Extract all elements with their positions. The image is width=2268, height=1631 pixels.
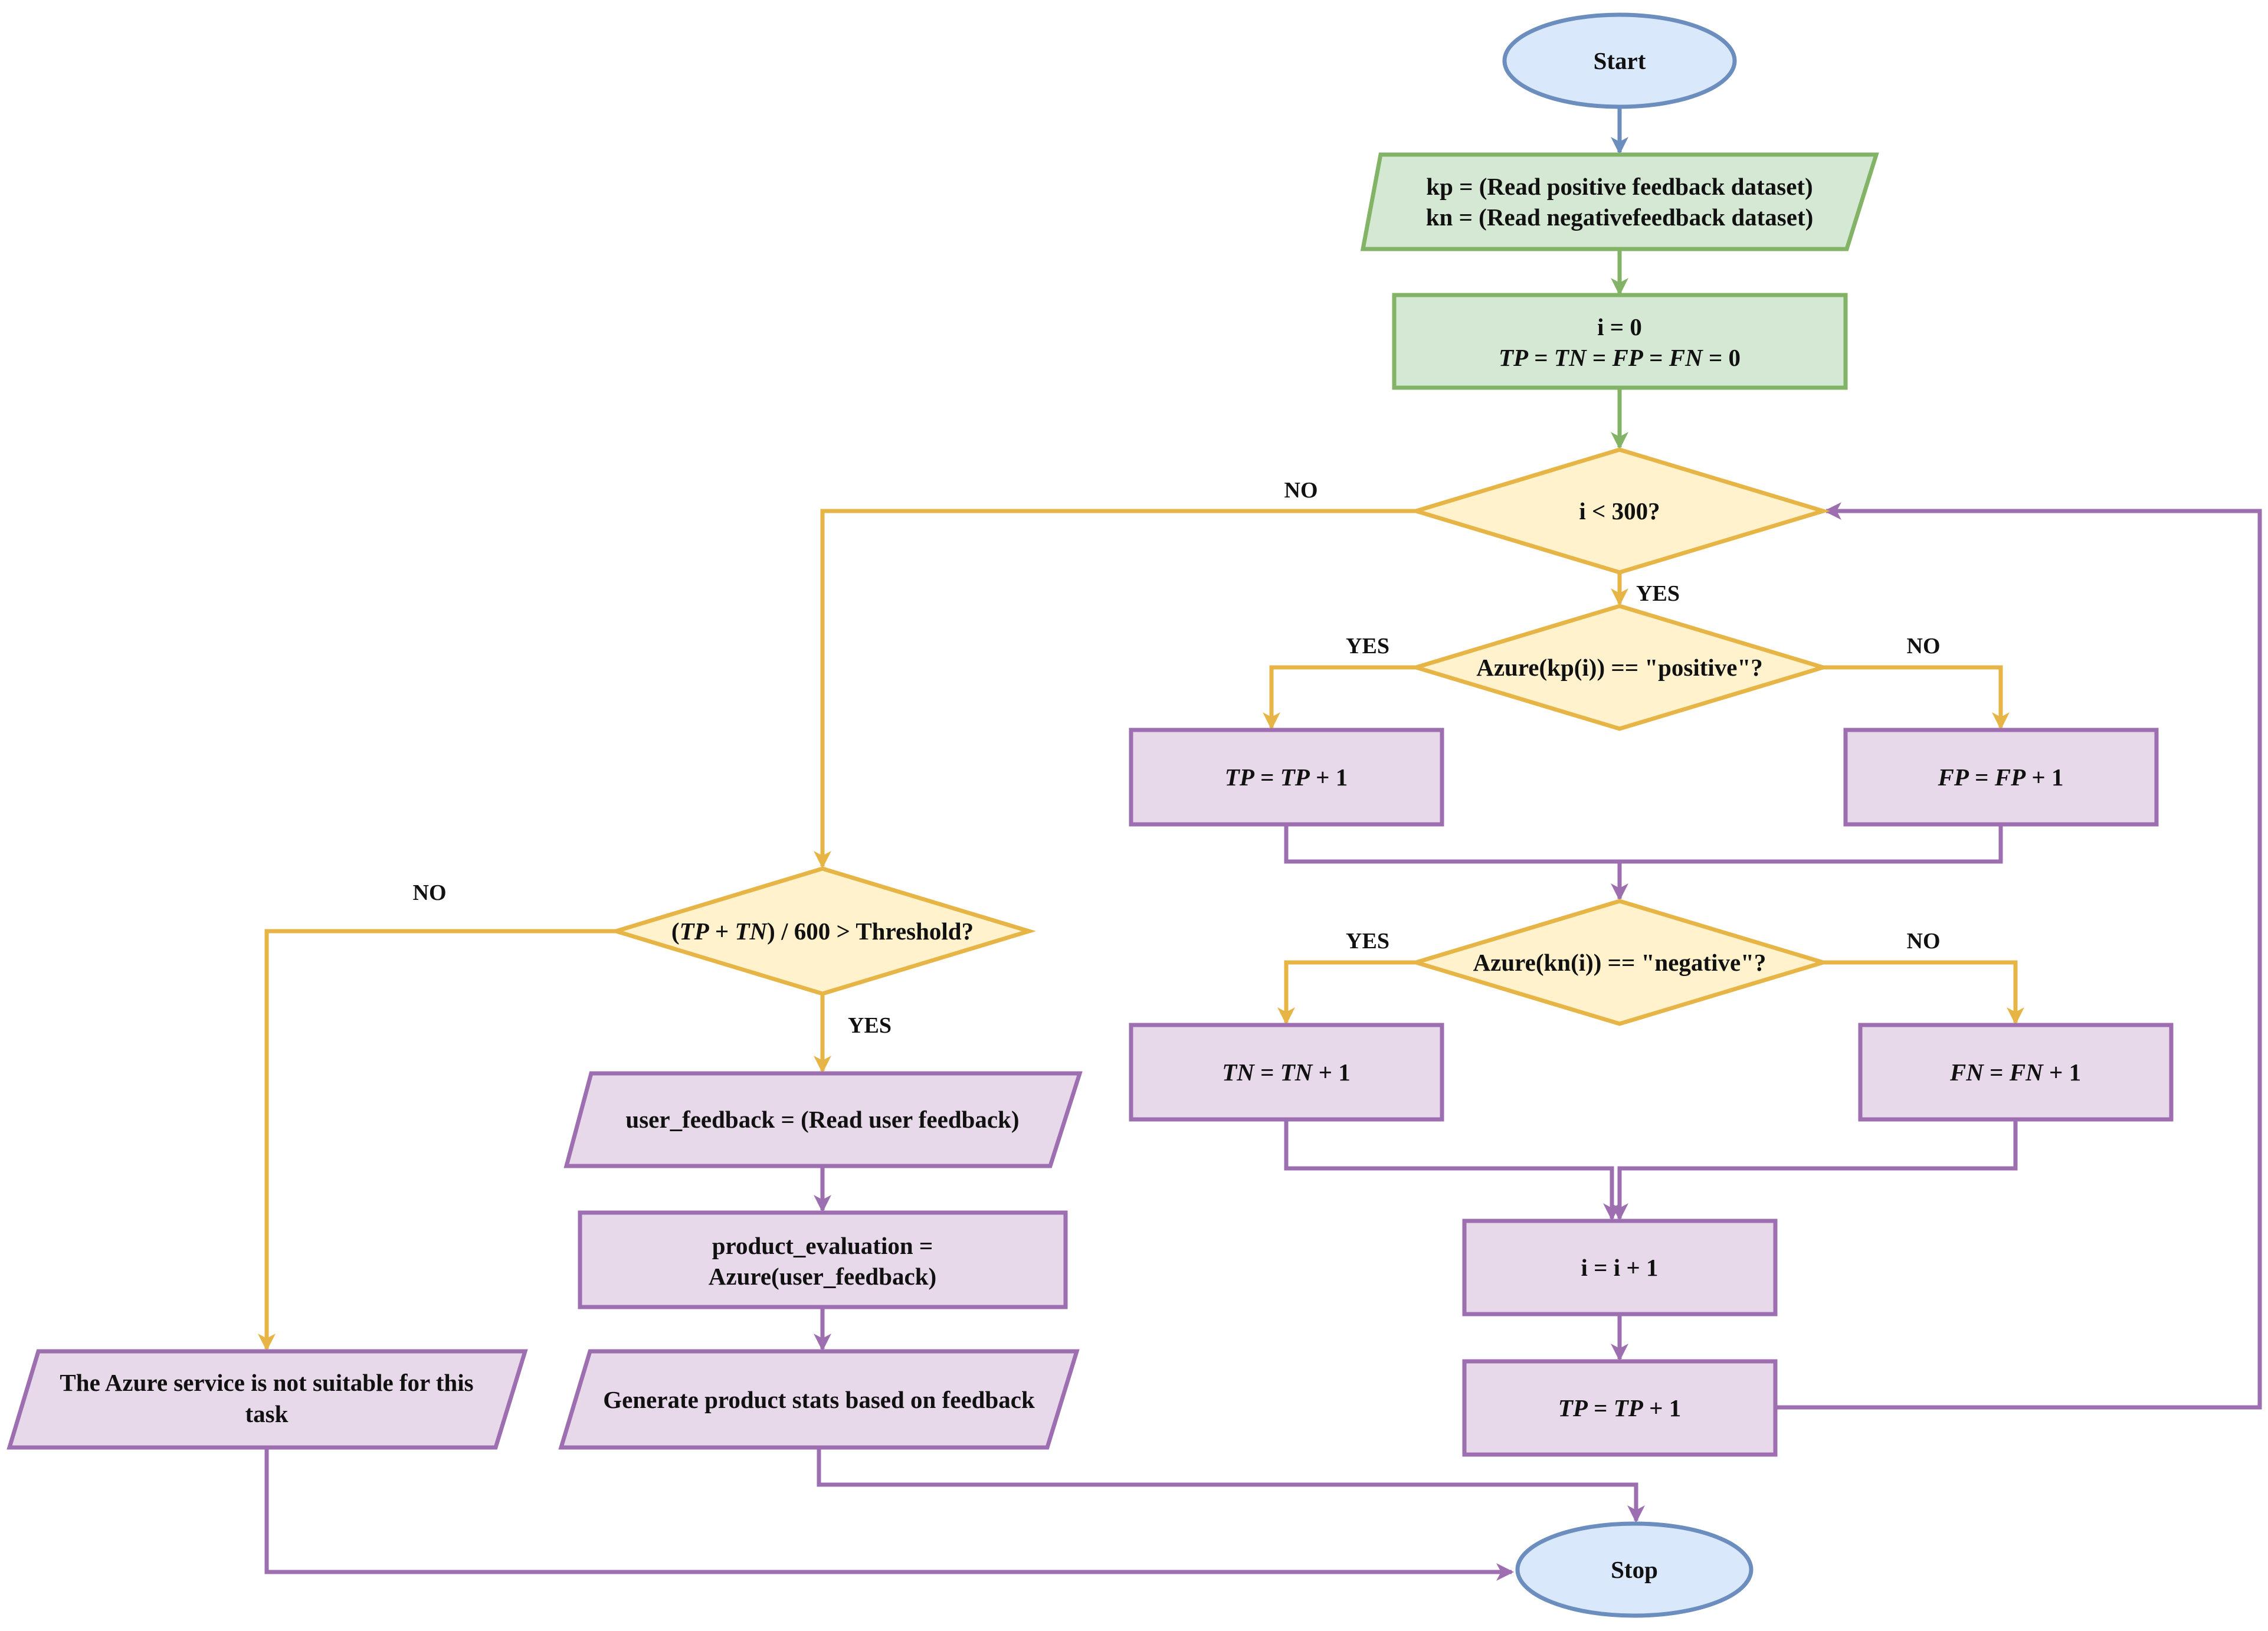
loop-check-label: i < 300?: [1579, 497, 1660, 525]
tp-increment-label-2: TP = TP + 1: [1558, 1394, 1681, 1422]
fn-increment-label: FN = FN + 1: [1949, 1059, 2081, 1086]
edge-notsuitable-to-stop: [264, 1447, 1514, 1581]
init-process: i = 0 TP = TN = FP = FN = 0: [1392, 293, 1848, 390]
generate-stats-label: Generate product stats based on feedback: [603, 1386, 1035, 1413]
fp-increment-label: FP = FP + 1: [1937, 764, 2063, 791]
tn-increment-label: TN = TN + 1: [1222, 1059, 1351, 1086]
edge-loop-back: [1776, 502, 2262, 1410]
edge-gen-to-stop: [817, 1447, 1645, 1523]
edge-tn-merge: [1284, 1119, 1621, 1221]
i-increment-process: i = i + 1: [1462, 1219, 1778, 1316]
pos-yes-label: YES: [1346, 634, 1389, 659]
edge-pos-no: [1823, 665, 2010, 730]
fn-increment-process: FN = FN + 1: [1858, 1023, 2174, 1122]
edge-tp-merge: [1284, 824, 2003, 864]
read-user-feedback-label: user_feedback = (Read user feedback): [625, 1106, 1019, 1133]
start-label: Start: [1594, 47, 1646, 74]
positive-check-label: Azure(kp(i)) == "positive"?: [1476, 654, 1763, 681]
init-i-label: i = 0: [1597, 313, 1642, 340]
connectors: [258, 106, 2262, 1581]
threshold-decision: (TP + TN) / 600 > Threshold?: [608, 866, 1037, 996]
edge-loop-no: [814, 509, 1416, 869]
neg-yes-label: YES: [1346, 929, 1389, 954]
product-evaluation-process: product_evaluation = Azure(user_feedback…: [578, 1210, 1068, 1309]
loop-yes-label: YES: [1636, 581, 1680, 606]
tp-increment-process: TP = TP + 1: [1129, 728, 1444, 827]
read-datasets-io: kp = (Read positive feedback dataset) kn…: [1360, 152, 1879, 251]
neg-no-label: NO: [1907, 929, 1941, 954]
not-suitable-line1: The Azure service is not suitable for th…: [60, 1369, 473, 1396]
read-kn-label: kn = (Read negativefeedback dataset): [1426, 204, 1814, 231]
stop-label: Stop: [1611, 1556, 1658, 1583]
product-eval-line2: Azure(user_feedback): [709, 1263, 936, 1290]
tp-increment-process-2: TP = TP + 1: [1462, 1359, 1778, 1457]
positive-decision: Azure(kp(i)) == "positive"?: [1408, 604, 1831, 731]
negative-decision: Azure(kn(i)) == "negative"?: [1408, 899, 1831, 1026]
tn-increment-process: TN = TN + 1: [1129, 1023, 1444, 1122]
stop-terminal: Stop: [1515, 1521, 1754, 1618]
edge-fn-merge: [1611, 1119, 2018, 1221]
thr-no-label: NO: [413, 880, 447, 905]
start-terminal: Start: [1502, 12, 1737, 109]
edge-pos-yes: [1263, 665, 1416, 730]
generate-stats-io: Generate product stats based on feedback: [558, 1349, 1080, 1450]
read-user-feedback-io: user_feedback = (Read user feedback): [563, 1071, 1083, 1168]
threshold-check-label: (TP + TN) / 600 > Threshold?: [671, 918, 974, 945]
not-suitable-io: The Azure service is not suitable for th…: [6, 1349, 528, 1450]
thr-yes-label: YES: [848, 1013, 892, 1038]
edge-thr-no: [258, 929, 622, 1351]
init-counters-label: TP = TN = FP = FN = 0: [1499, 344, 1741, 371]
fp-increment-process: FP = FP + 1: [1843, 728, 2159, 827]
loop-no-label: NO: [1284, 478, 1318, 503]
loop-decision: i < 300?: [1408, 447, 1831, 575]
edge-neg-no: [1823, 960, 2024, 1025]
i-increment-label: i = i + 1: [1581, 1254, 1658, 1281]
read-kp-label: kp = (Read positive feedback dataset): [1426, 173, 1813, 200]
tp-increment-label: TP = TP + 1: [1225, 764, 1348, 791]
edge-neg-yes: [1277, 960, 1416, 1025]
negative-check-label: Azure(kn(i)) == "negative"?: [1473, 949, 1766, 976]
product-eval-line1: product_evaluation =: [712, 1232, 933, 1259]
not-suitable-line2: task: [245, 1400, 289, 1427]
pos-no-label: NO: [1907, 634, 1941, 659]
